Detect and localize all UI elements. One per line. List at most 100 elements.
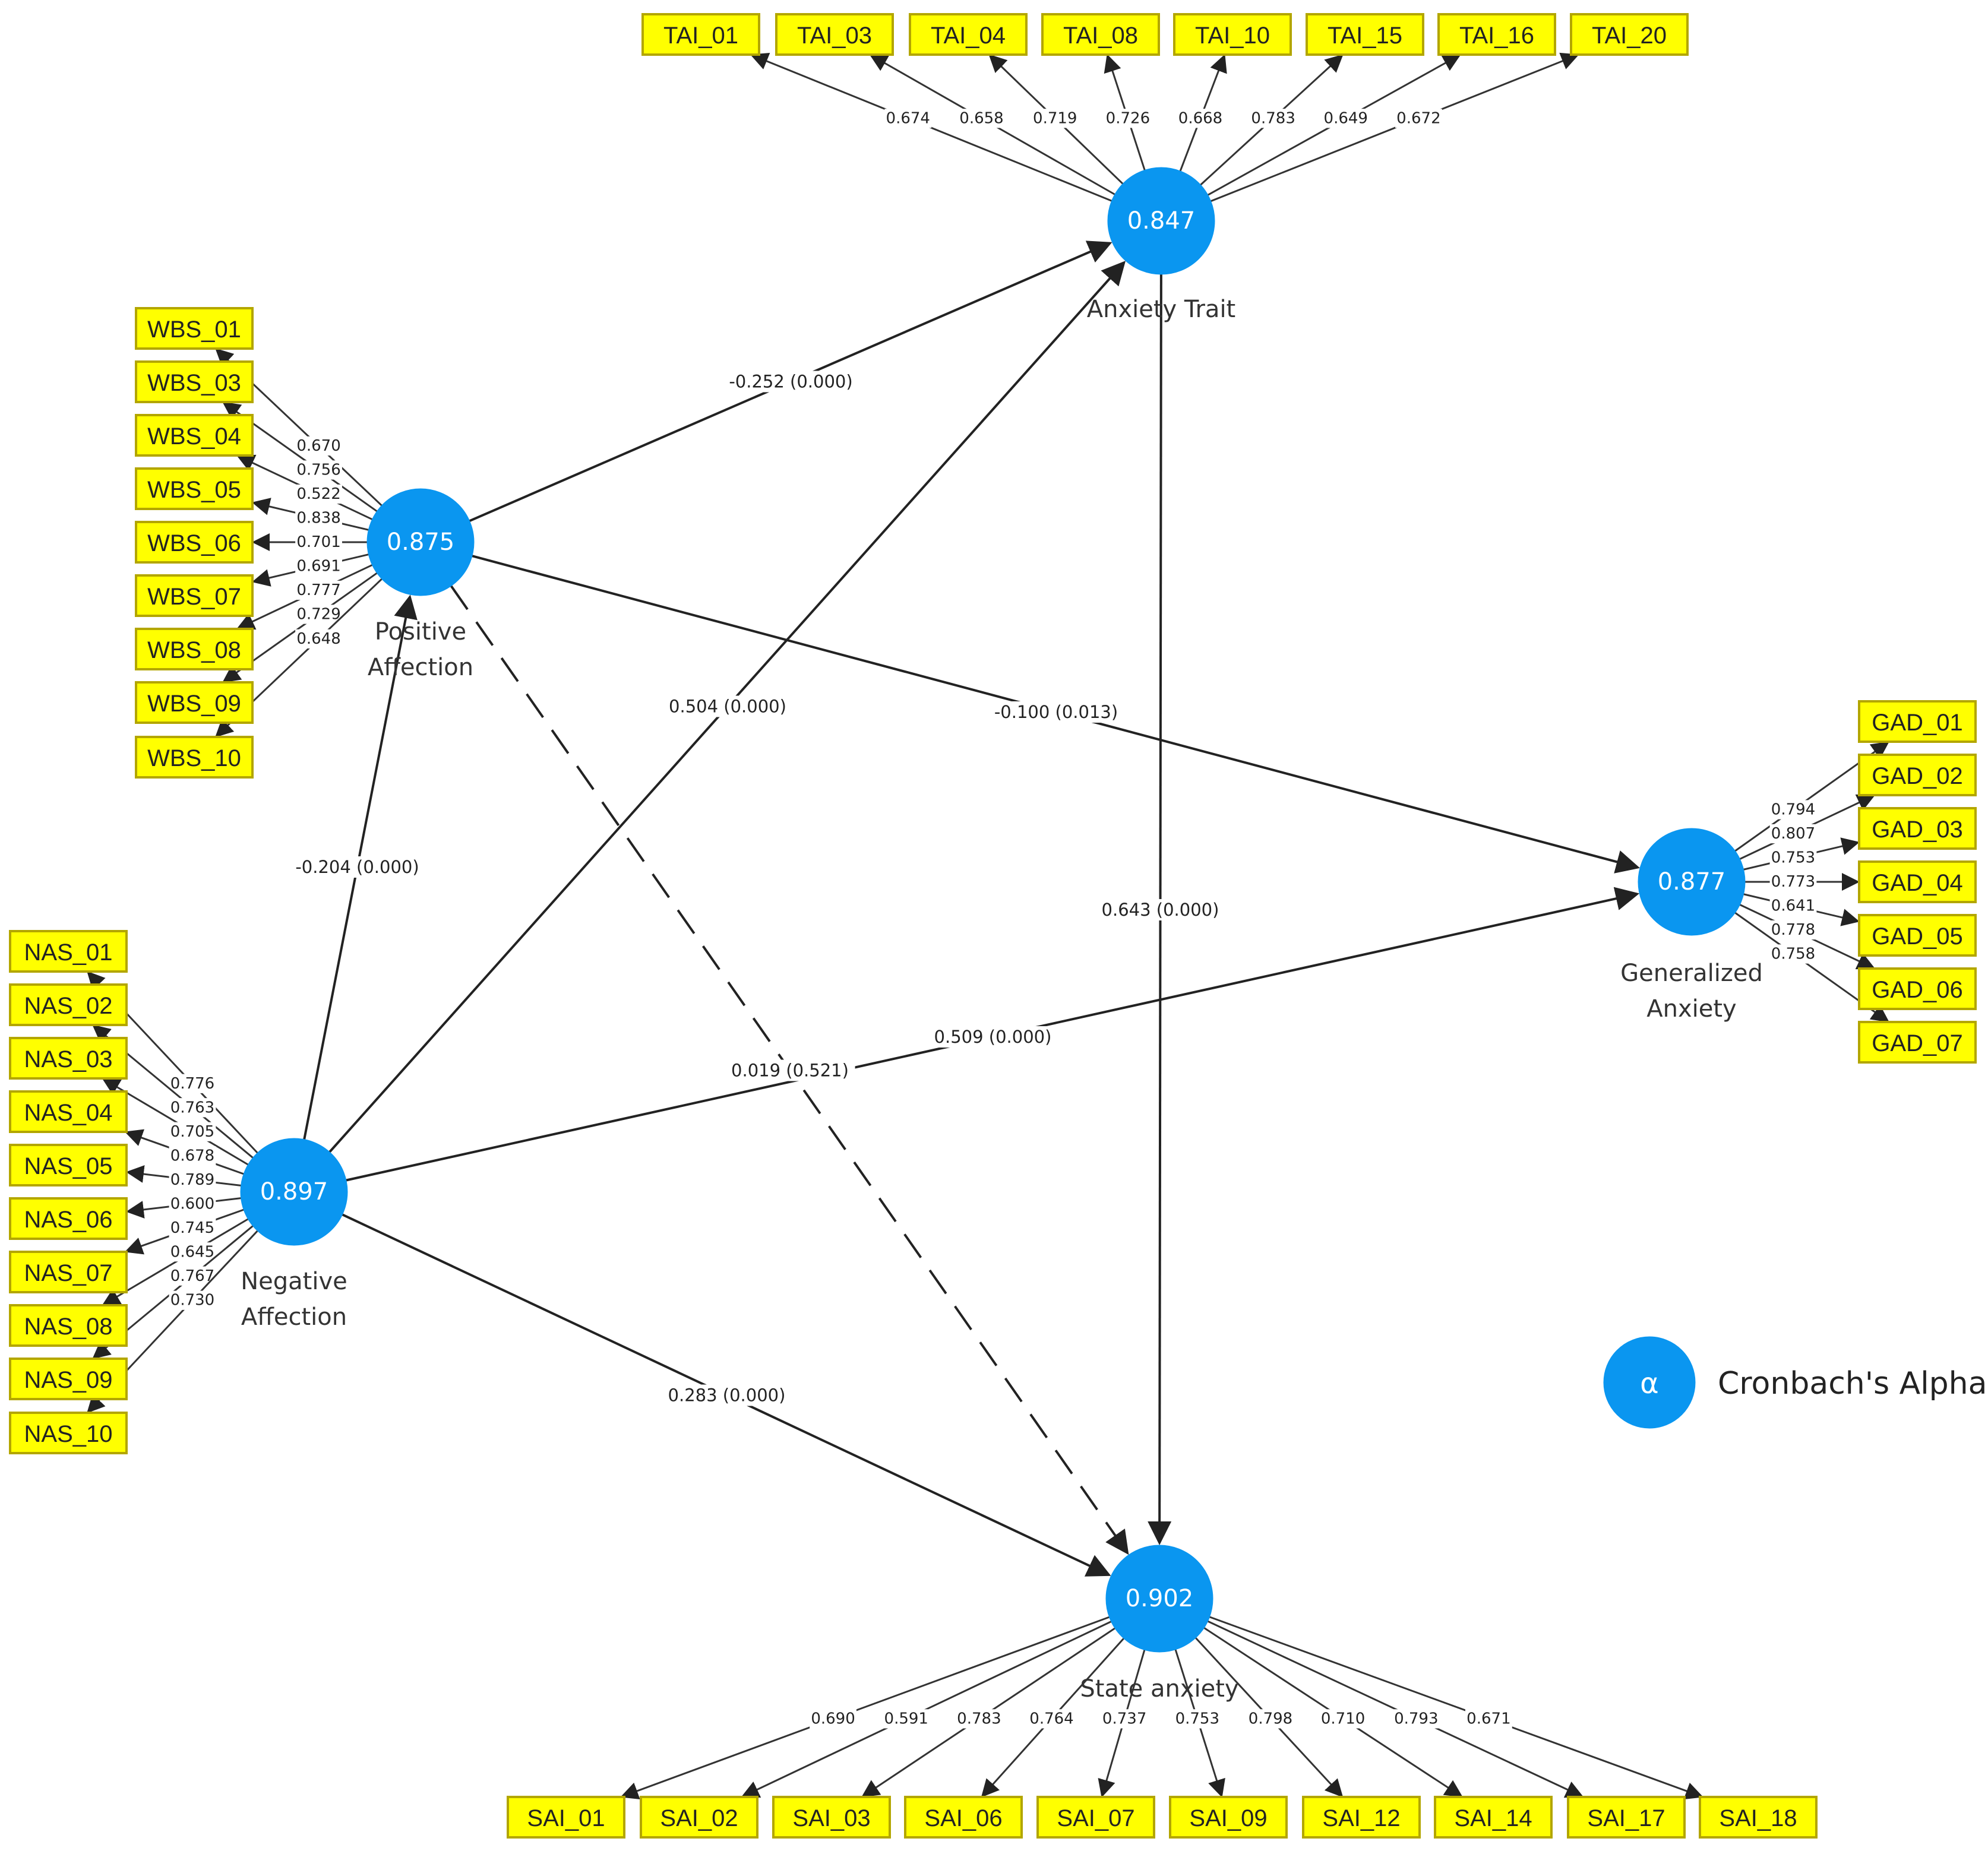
indicator-label: GAD_04 [1872,870,1962,896]
loading-line-tai_01 [750,52,1112,202]
loading-label-sai_01: 0.690 [810,1709,856,1729]
indicator-label: GAD_01 [1872,710,1962,736]
latent-label: Affection [368,654,473,681]
indicator-label: TAI_20 [1592,23,1667,49]
indicator-label: SAI_17 [1587,1805,1665,1831]
svg-text:0.645: 0.645 [170,1243,214,1261]
svg-text:0.671: 0.671 [1466,1710,1510,1727]
indicator-wbs_10[interactable]: WBS_10 [135,736,254,779]
indicator-nas_09[interactable]: NAS_09 [9,1358,128,1400]
indicator-wbs_08[interactable]: WBS_08 [135,628,254,670]
indicator-tai_08[interactable]: TAI_08 [1041,13,1160,56]
indicator-label: SAI_09 [1189,1805,1267,1831]
loading-label-wbs_04: 0.522 [295,484,342,504]
indicator-sai_12[interactable]: SAI_12 [1302,1796,1421,1839]
indicator-tai_16[interactable]: TAI_16 [1437,13,1556,56]
loading-label-nas_06: 0.600 [169,1194,216,1214]
indicator-label: NAS_03 [24,1046,113,1072]
indicator-gad_02[interactable]: GAD_02 [1858,754,1977,796]
indicator-wbs_07[interactable]: WBS_07 [135,574,254,617]
indicator-nas_10[interactable]: NAS_10 [9,1412,128,1454]
indicator-sai_07[interactable]: SAI_07 [1036,1796,1155,1839]
loading-label-sai_12: 0.798 [1247,1709,1294,1729]
indicator-nas_04[interactable]: NAS_04 [9,1090,128,1133]
indicator-wbs_05[interactable]: WBS_05 [135,467,254,510]
indicator-label: SAI_07 [1057,1805,1134,1831]
loading-label-wbs_10: 0.648 [295,629,342,649]
indicator-gad_06[interactable]: GAD_06 [1858,967,1977,1010]
indicator-sai_18[interactable]: SAI_18 [1699,1796,1818,1839]
indicator-label: WBS_10 [147,745,241,771]
indicator-label: TAI_16 [1459,23,1534,49]
indicator-label: NAS_05 [24,1153,113,1179]
indicator-label: GAD_03 [1872,817,1962,843]
svg-text:0.690: 0.690 [811,1710,855,1727]
indicator-sai_06[interactable]: SAI_06 [904,1796,1023,1839]
indicator-nas_01[interactable]: NAS_01 [9,930,128,973]
svg-text:0.705: 0.705 [170,1123,214,1141]
indicator-sai_09[interactable]: SAI_09 [1169,1796,1288,1839]
loading-label-gad_04: 0.773 [1769,872,1817,892]
indicator-label: NAS_01 [24,939,113,966]
indicator-label: SAI_01 [527,1805,605,1831]
indicator-sai_02[interactable]: SAI_02 [640,1796,758,1839]
indicator-sai_17[interactable]: SAI_17 [1567,1796,1686,1839]
svg-text:0.649: 0.649 [1324,109,1368,127]
indicator-wbs_01[interactable]: WBS_01 [135,307,254,350]
indicator-label: TAI_10 [1195,23,1270,49]
indicator-wbs_03[interactable]: WBS_03 [135,360,254,403]
indicator-gad_03[interactable]: GAD_03 [1858,807,1977,850]
indicator-nas_08[interactable]: NAS_08 [9,1304,128,1347]
indicator-tai_03[interactable]: TAI_03 [775,13,894,56]
loading-label-nas_02: 0.763 [169,1098,216,1118]
cronbach-alpha-value: 0.875 [387,529,455,556]
indicator-gad_04[interactable]: GAD_04 [1858,860,1977,903]
indicator-label: TAI_01 [663,23,738,49]
indicator-sai_01[interactable]: SAI_01 [507,1796,625,1839]
indicator-wbs_06[interactable]: WBS_06 [135,521,254,564]
indicator-label: WBS_07 [147,584,241,610]
indicator-gad_01[interactable]: GAD_01 [1858,700,1977,743]
indicator-tai_01[interactable]: TAI_01 [641,13,760,56]
indicator-wbs_04[interactable]: WBS_04 [135,414,254,457]
svg-text:0.794: 0.794 [1771,801,1815,819]
indicator-wbs_09[interactable]: WBS_09 [135,681,254,724]
indicator-label: WBS_09 [147,691,241,717]
indicator-label: WBS_06 [147,530,241,556]
indicator-sai_03[interactable]: SAI_03 [772,1796,891,1839]
indicator-label: TAI_15 [1328,23,1402,49]
svg-text:0.758: 0.758 [1771,945,1815,963]
indicator-nas_06[interactable]: NAS_06 [9,1197,128,1240]
svg-text:0.773: 0.773 [1771,873,1815,891]
indicator-tai_15[interactable]: TAI_15 [1306,13,1424,56]
indicator-tai_20[interactable]: TAI_20 [1570,13,1689,56]
indicator-nas_03[interactable]: NAS_03 [9,1037,128,1080]
indicator-label: WBS_04 [147,423,241,450]
indicator-nas_05[interactable]: NAS_05 [9,1144,128,1186]
loading-label-nas_07: 0.745 [169,1218,216,1238]
loading-label-gad_01: 0.794 [1769,800,1817,819]
indicator-sai_14[interactable]: SAI_14 [1434,1796,1553,1839]
loading-line-sai_17 [1207,1620,1584,1798]
loading-label-nas_04: 0.678 [169,1146,216,1166]
latent-label: Generalized [1620,960,1763,987]
indicator-gad_07[interactable]: GAD_07 [1858,1021,1977,1064]
indicator-gad_05[interactable]: GAD_05 [1858,914,1977,957]
indicator-nas_07[interactable]: NAS_07 [9,1251,128,1293]
indicator-nas_02[interactable]: NAS_02 [9,983,128,1026]
indicator-label: WBS_03 [147,370,241,396]
svg-text:-0.100 (0.013): -0.100 (0.013) [994,702,1118,722]
loading-label-tai_08: 0.726 [1104,109,1152,128]
indicator-label: NAS_09 [24,1367,113,1393]
indicator-tai_10[interactable]: TAI_10 [1173,13,1292,56]
indicator-tai_04[interactable]: TAI_04 [909,13,1028,56]
loading-line-sai_18 [1209,1616,1703,1800]
loading-label-tai_01: 0.674 [884,109,932,128]
